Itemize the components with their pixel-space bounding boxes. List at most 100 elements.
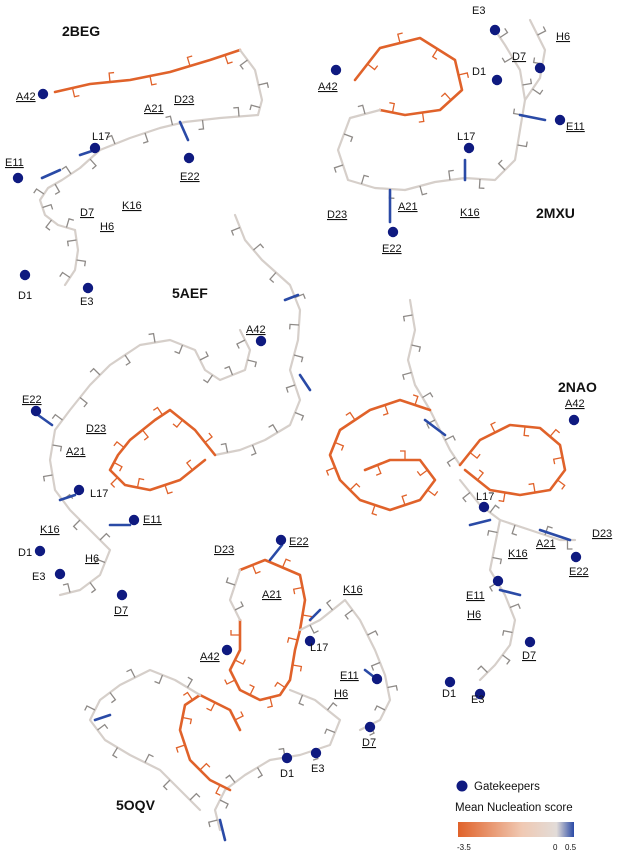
sidechain-layer <box>33 26 573 842</box>
backbone-5oqv <box>178 693 242 792</box>
residue-label-2nao-a21: A21 <box>536 538 556 550</box>
gatekeeper-marker-5aef-d7 <box>116 589 128 601</box>
sidechain-2mxu <box>419 185 428 196</box>
sidechain-2beg <box>54 183 61 195</box>
backbone-5oqv <box>228 558 307 702</box>
sidechain-2beg <box>165 115 174 126</box>
gatekeeper-marker-2mxu-a42 <box>330 64 342 76</box>
sidechain-5oqv <box>207 819 218 828</box>
residue-label-5oqv-k16: K16 <box>343 584 363 596</box>
sidechain-5oqv <box>344 609 353 620</box>
sidechain-5aef <box>99 532 111 541</box>
residue-label-5oqv-l17: L17 <box>310 642 328 654</box>
gatekeeper-marker-5aef-e3 <box>54 568 66 580</box>
sidechain-2mxu <box>418 112 425 123</box>
sidechain-5oqv <box>219 799 229 809</box>
sidechain-5aef <box>124 354 131 366</box>
sidechain-2beg <box>233 106 240 117</box>
sidechain-5aef <box>72 519 81 531</box>
sidechain-2nao <box>402 314 413 322</box>
residue-label-5oqv-d23: D23 <box>214 544 234 556</box>
residue-label-2beg-d1: D1 <box>18 290 32 302</box>
gatekeeper-marker-5oqv-a42 <box>221 644 233 656</box>
sidechain-2beg <box>142 132 149 144</box>
sidechain-2nao <box>371 504 378 516</box>
sidechain-2mxu <box>497 159 506 171</box>
sidechain-5aef <box>141 429 150 441</box>
residue-label-5oqv-d7: D7 <box>362 737 376 749</box>
sidechain-2beg <box>249 104 261 111</box>
sidechain-5aef <box>230 226 241 236</box>
residue-label-2mxu-k16: K16 <box>460 207 480 219</box>
sidechain-5oqv <box>292 664 303 672</box>
sidechain-5aef <box>247 359 258 368</box>
sidechain-2beg <box>76 259 87 267</box>
residue-label-2mxu-e3: E3 <box>472 5 485 17</box>
sidechain-5oqv <box>162 779 171 791</box>
gatekeeper-marker-2nao-e22 <box>570 551 582 563</box>
residue-label-2beg-e11: E11 <box>5 157 24 169</box>
residue-label-2mxu-a21: A21 <box>398 201 418 213</box>
sidechain-5aef <box>174 344 184 355</box>
backbone-5oqv <box>213 688 342 832</box>
stabilizing-sidechain-2nao <box>538 528 572 542</box>
legend: Gatekeepers Mean Nucleation score -3.5 0… <box>455 780 577 852</box>
sidechain-2beg <box>45 219 53 231</box>
gatekeeper-marker-2mxu-d1 <box>491 74 503 86</box>
sidechain-2nao <box>426 419 436 429</box>
stabilizing-sidechain-5oqv <box>308 608 322 622</box>
sidechain-2mxu <box>343 133 354 143</box>
residue-label-2mxu-h6: H6 <box>556 31 570 43</box>
sidechain-5aef <box>42 474 53 482</box>
sidechain-2nao <box>446 456 456 468</box>
sidechain-5aef <box>224 365 234 376</box>
stabilizing-sidechain-2beg <box>40 168 62 180</box>
sidechain-5oqv <box>251 564 261 575</box>
structure-title-2nao: 2NAO <box>558 379 597 395</box>
gatekeeper-marker-5oqv-e11 <box>371 673 383 685</box>
residue-label-2nao-d7: D7 <box>522 650 536 662</box>
backbone-5oqv <box>298 598 392 732</box>
sidechain-2nao <box>325 466 336 476</box>
sidechain-2nao <box>523 426 530 437</box>
residue-label-5oqv-h6: H6 <box>334 688 348 700</box>
sidechain-2mxu <box>458 72 470 78</box>
residue-label-5aef-d1: D1 <box>18 547 32 559</box>
sidechain-5oqv <box>109 692 117 704</box>
sidechain-2mxu <box>499 27 509 39</box>
sidechain-2mxu <box>333 164 344 173</box>
gatekeeper-marker-5oqv-e22 <box>275 534 287 546</box>
sidechain-2nao <box>477 665 488 673</box>
gatekeeper-marker-5aef-e22 <box>30 405 42 417</box>
sidechain-2nao <box>422 391 434 399</box>
sidechain-2nao <box>427 489 439 497</box>
sidechain-5aef <box>269 272 277 284</box>
sidechain-5oqv <box>111 747 119 759</box>
residue-label-2nao-e11: E11 <box>466 590 485 602</box>
backbone-2nao <box>328 398 437 512</box>
stabilizing-sidechain-5aef <box>283 293 300 302</box>
backbone-2mxu <box>523 18 547 102</box>
residue-label-2beg-h6: H6 <box>100 221 114 233</box>
gatekeeper-marker-5oqv-l17 <box>304 635 316 647</box>
backbone-2beg <box>63 228 80 287</box>
backbone-2mxu <box>353 36 464 117</box>
sidechain-2beg <box>33 188 45 195</box>
stabilizing-sidechain-2mxu <box>518 113 547 122</box>
sidechain-2nao <box>400 450 406 460</box>
sidechain-2beg <box>108 71 115 83</box>
residue-label-5aef-l17: L17 <box>90 488 108 500</box>
sidechain-5oqv <box>225 577 236 586</box>
residue-label-5aef-a42: A42 <box>246 324 266 336</box>
sidechain-2mxu <box>367 63 379 71</box>
sidechain-2mxu <box>440 92 452 101</box>
sidechain-5oqv <box>189 792 201 801</box>
backbone-2nao <box>478 518 517 682</box>
legend-tick-max: 0.5 <box>565 843 577 852</box>
sidechain-2nao <box>469 451 481 460</box>
backbone-5aef <box>108 408 217 492</box>
sidechain-2mxu <box>397 32 403 44</box>
sidechain-2nao <box>444 435 456 441</box>
